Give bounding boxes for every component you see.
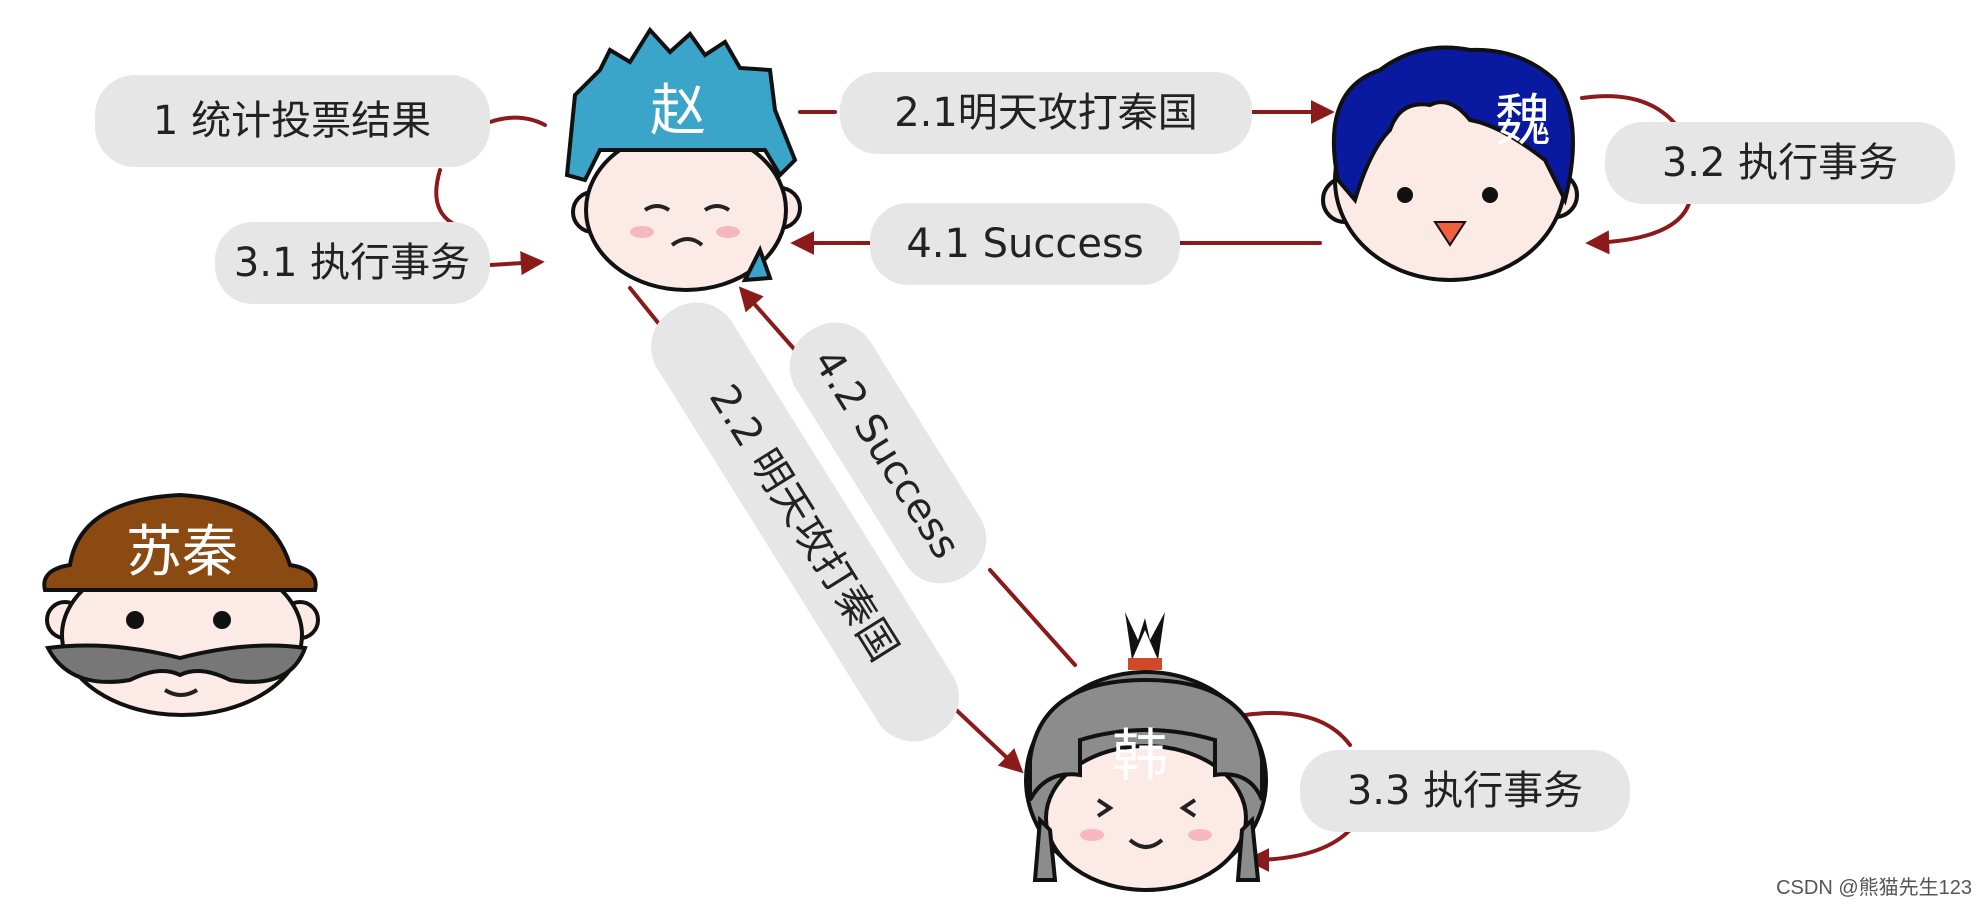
watermark: CSDN @熊猫先生123 — [1776, 877, 1972, 899]
step-2-1-pill: 2.1明天攻打秦国 — [840, 72, 1252, 154]
arrow-step-3-2 — [1582, 94, 1692, 243]
step-1-pill: 1 统计投票结果 — [95, 75, 490, 167]
step-3-3-pill: 3.3 执行事务 — [1300, 750, 1630, 832]
zhao-avatar: 赵 — [564, 26, 802, 292]
han-name: 韩 — [1112, 724, 1168, 789]
suqin-avatar: 苏秦 — [42, 492, 320, 717]
step-3-2-label: 3.2 执行事务 — [1662, 140, 1898, 186]
step-4-1-pill: 4.1 Success — [870, 203, 1180, 285]
wei-name: 魏 — [1495, 89, 1551, 154]
arrow-step-3-1-to-zhao — [488, 251, 545, 276]
step-3-1-label: 3.1 执行事务 — [234, 240, 470, 286]
suqin-name: 苏秦 — [126, 520, 238, 585]
step-3-1-pill: 3.1 执行事务 — [215, 222, 490, 304]
zhao-name: 赵 — [650, 79, 706, 144]
step-1-label: 1 统计投票结果 — [153, 98, 431, 144]
step-3-3-label: 3.3 执行事务 — [1347, 768, 1583, 814]
arrow-step-4-2 — [988, 568, 1077, 667]
arrow-step-1 — [488, 115, 547, 127]
step-2-1-label: 2.1明天攻打秦国 — [894, 90, 1198, 136]
han-avatar: 韩 — [1024, 612, 1268, 892]
arrow-step-3-3 — [1245, 711, 1352, 860]
arrow-step-3-1 — [434, 168, 472, 232]
step-4-1-label: 4.1 Success — [906, 221, 1143, 267]
step-3-2-pill: 3.2 执行事务 — [1605, 122, 1955, 204]
wei-avatar: 魏 — [1321, 45, 1579, 282]
arrow-step-4-2-head — [738, 286, 797, 352]
